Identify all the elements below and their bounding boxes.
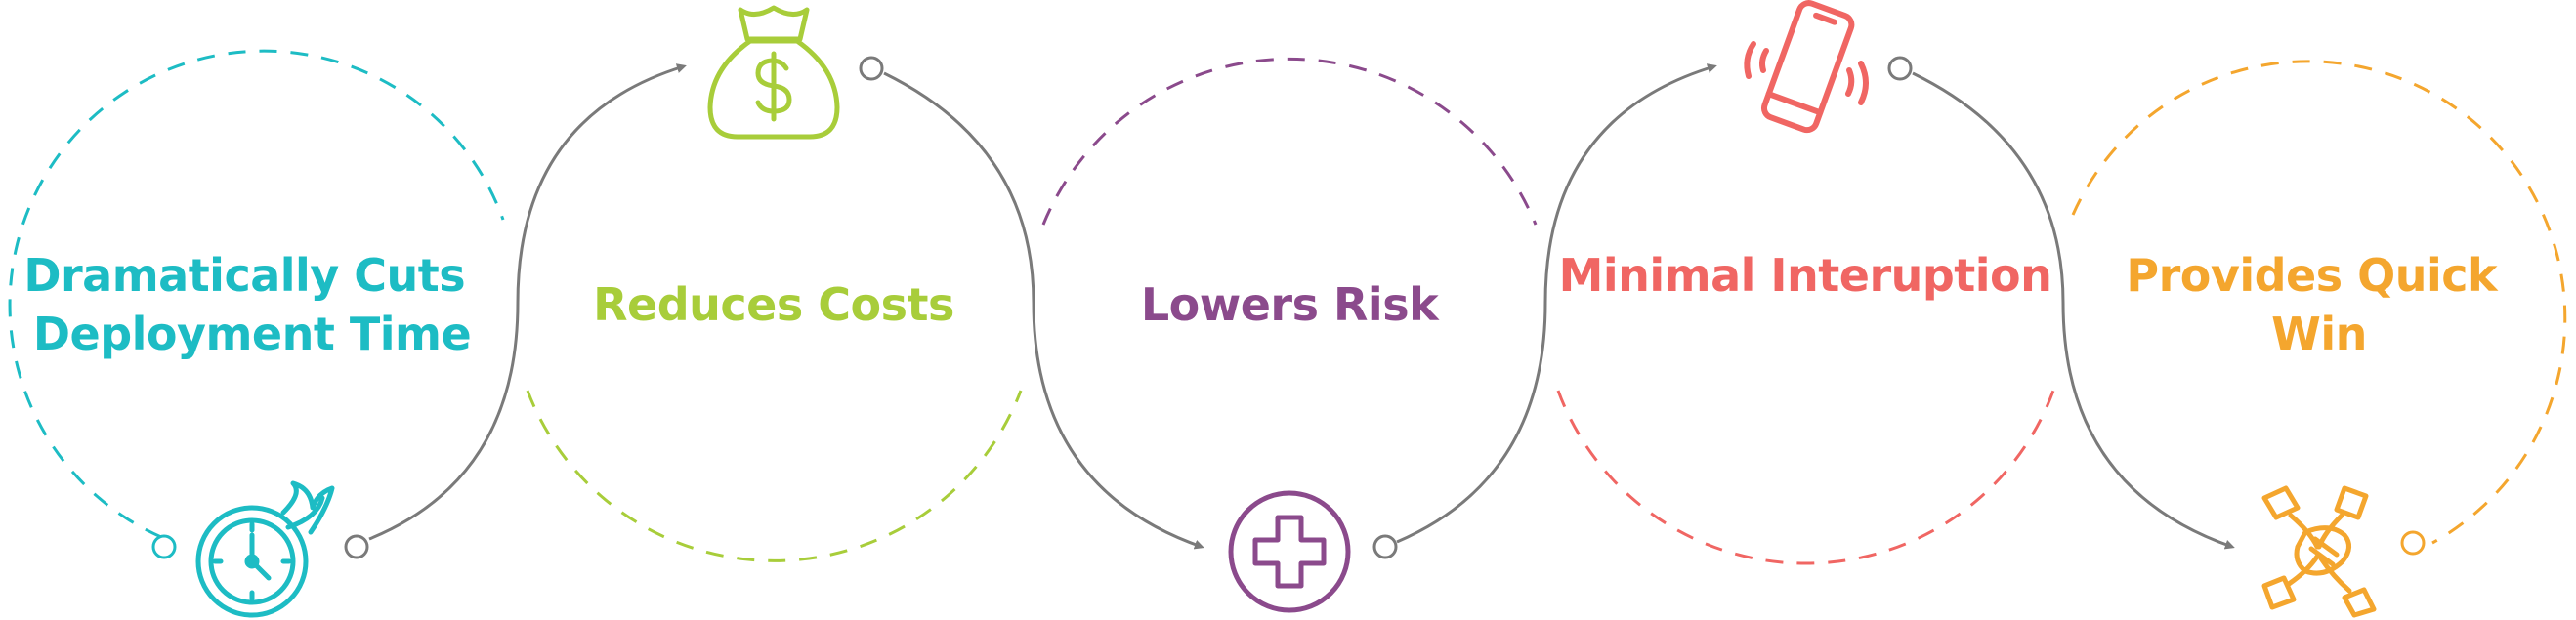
step-1-label-line-2: Deployment Time: [33, 308, 471, 360]
step-circle-1: [8, 49, 505, 539]
connector-dot: [2400, 530, 2426, 556]
connector-dot: [1372, 534, 1398, 559]
step-circle-4: [1556, 390, 2055, 565]
connector-dot: [151, 534, 177, 559]
money-bag-icon: [707, 5, 840, 140]
step-circle-2: [526, 390, 1023, 562]
step-circle-5: [2071, 60, 2567, 545]
step-3-label: Lowers Risk: [1141, 278, 1440, 331]
step-circle-3: [1041, 57, 1538, 226]
connector-dot: [344, 534, 369, 559]
step-1-label-line-1: Dramatically Cuts: [23, 249, 465, 302]
step-5-label-line-2: Win: [2271, 308, 2367, 360]
clock-fire-icon: [195, 480, 335, 618]
step-4-label: Minimal Interuption: [1559, 249, 2052, 302]
handshake-icon: [2247, 483, 2391, 618]
connector-arrow-4: [1912, 71, 2235, 550]
connector-dot: [859, 56, 884, 81]
medical-cross-icon: [1228, 490, 1351, 613]
step-2-label: Reduces Costs: [593, 278, 954, 331]
connector-dot: [1887, 56, 1913, 81]
connector-arrow-2: [883, 71, 1204, 550]
connector-arrow-1: [368, 63, 687, 541]
step-5-label-line-1: Provides Quick: [2126, 249, 2499, 302]
step-1-label: Dramatically Cuts Deployment Time: [23, 249, 480, 360]
vibrating-phone-icon: [1744, 0, 1869, 134]
step-5-label: Provides Quick Win: [2126, 249, 2512, 360]
connector-arrow-3: [1396, 63, 1717, 544]
